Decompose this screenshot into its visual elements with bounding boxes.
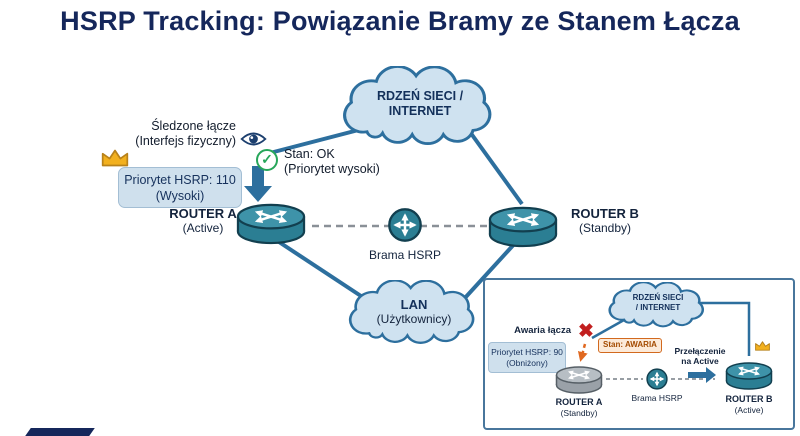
inset-status-fail-callout: Stan: AWARIA [598, 338, 662, 353]
link-router-b-to-lan [462, 239, 519, 301]
router-a-label: ROUTER A [169, 206, 237, 221]
status-ok-label: Stan: OK (Priorytet wysoki) [284, 147, 380, 176]
failure-x-icon: ✖ [578, 321, 594, 342]
lan-cloud-label: LAN (Użytkownicy) [376, 297, 452, 326]
priority-callout: Priorytet HSRP: 110 (Wysoki) [118, 167, 242, 208]
inset-failure-arrow [577, 343, 588, 362]
inset-gateway-label: Brama HSRP [631, 393, 683, 403]
router-a-role: (Active) [182, 221, 224, 235]
link-router-a-to-lan [274, 238, 366, 300]
inset-router-a-label: ROUTER A [555, 397, 603, 407]
inset-tracked-link-line [591, 318, 625, 340]
core-cloud-icon [343, 66, 492, 145]
page-title: HSRP Tracking: Powiązanie Bramy ze Stane… [60, 6, 740, 36]
inset-router-b-role: (Active) [734, 405, 764, 415]
slide-decoration [25, 428, 95, 436]
failure-scenario-inset: RDZEŃ SIECI / INTERNET Awaria łącza ✖ St… [483, 278, 795, 430]
inset-router-b-label: ROUTER B [725, 394, 773, 404]
inset-failure-label: Awaria łącza [514, 325, 571, 336]
inset-link-core-to-router-b [699, 301, 751, 356]
tracked-link-arrow [244, 166, 272, 202]
inset-priority-callout: Priorytet HSRP: 90 (Obniżony) [488, 342, 566, 373]
inset-router-a-icon [555, 366, 603, 394]
check-icon: ✓ [256, 149, 278, 171]
router-b-label: ROUTER B [571, 206, 639, 221]
hsrp-gateway-icon [388, 208, 422, 242]
inset-crown-icon [755, 341, 770, 351]
crown-icon [101, 149, 129, 167]
eye-icon [240, 132, 267, 146]
core-cloud-label: RDZEŃ SIECI / INTERNET [376, 89, 464, 118]
inset-failover-arrow [688, 367, 716, 383]
link-core-to-router-b [468, 130, 524, 206]
inset-core-cloud-label: RDZEŃ SIECI / INTERNET [632, 293, 684, 312]
gateway-label: Brama HSRP [368, 248, 442, 262]
inset-router-a-role: (Standby) [560, 408, 598, 418]
router-b-icon [488, 206, 558, 248]
inset-failover-label: Przełączenie na Active [674, 346, 726, 366]
inset-core-cloud-icon [608, 282, 704, 328]
router-b-role: (Standby) [578, 221, 632, 235]
inset-connector-layer [577, 301, 751, 383]
tracked-link-label: Śledzone łącze (Interfejs fizyczny) [135, 119, 236, 148]
inset-router-b-icon [725, 362, 773, 390]
inset-hsrp-gateway-icon [646, 368, 668, 390]
router-a-icon [236, 203, 306, 245]
lan-cloud-icon [348, 280, 475, 344]
